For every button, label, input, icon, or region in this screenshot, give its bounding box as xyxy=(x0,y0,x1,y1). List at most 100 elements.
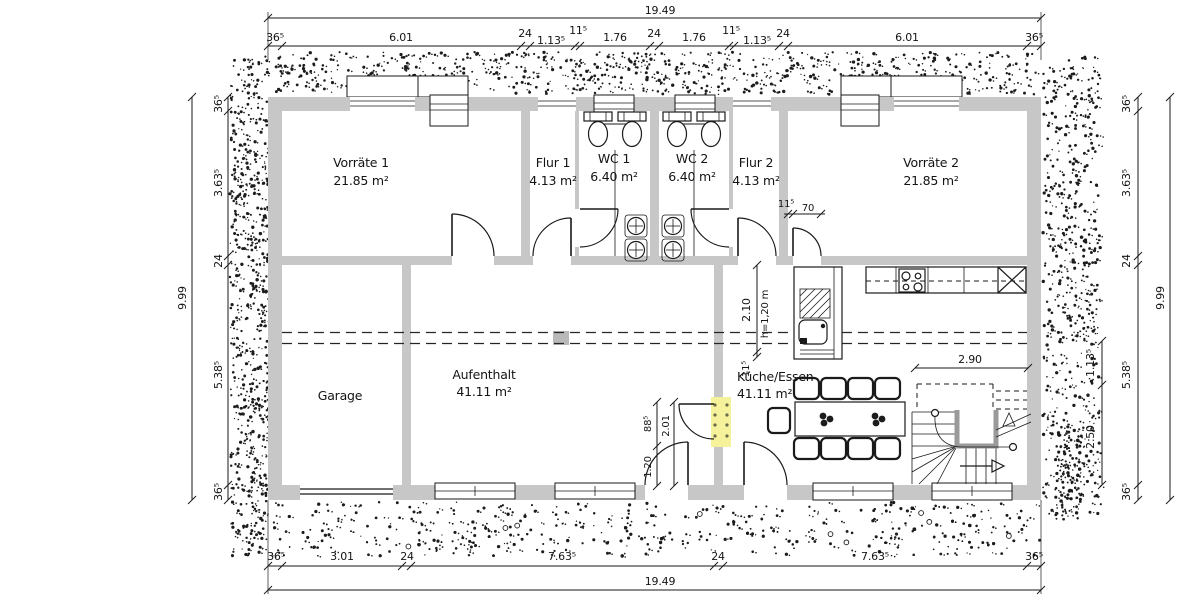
window xyxy=(931,482,1013,501)
dim-label: 36⁵ xyxy=(266,31,284,44)
dim-label: 70 xyxy=(802,203,814,214)
plant xyxy=(871,412,886,427)
svg-text:Flur 1: Flur 1 xyxy=(536,155,570,170)
dim-label: 3.01 xyxy=(330,550,354,563)
dim-label: 11⁵ xyxy=(722,24,740,37)
door-swing xyxy=(690,208,730,248)
svg-text:21.85 m²: 21.85 m² xyxy=(903,173,959,188)
dining-table xyxy=(794,401,906,437)
door-swing xyxy=(451,213,495,257)
chair xyxy=(846,376,875,401)
chair xyxy=(846,436,875,461)
door-swing xyxy=(792,227,822,257)
door-swing xyxy=(532,217,572,257)
highlight-door xyxy=(678,397,731,447)
door-swing xyxy=(743,441,788,486)
window xyxy=(812,482,894,501)
chair xyxy=(819,436,848,461)
chair xyxy=(873,436,902,461)
dim-label: 9.99 xyxy=(176,286,189,310)
dim-label: 19.49 xyxy=(645,4,676,17)
window xyxy=(538,97,576,111)
dim-label: 36⁵ xyxy=(267,550,285,563)
dim-label: 11⁵ xyxy=(741,361,752,377)
dim-label: 11⁵ xyxy=(778,199,794,210)
stove xyxy=(798,319,828,345)
toilet xyxy=(662,111,692,148)
dim-label: 3.63⁵ xyxy=(212,169,225,197)
svg-text:WC 2: WC 2 xyxy=(676,151,708,166)
toilet xyxy=(617,111,647,148)
dim-label: 19.49 xyxy=(645,575,676,588)
dim-label: 24 xyxy=(1120,254,1133,268)
dim-label: 9.99 xyxy=(1154,286,1167,310)
svg-text:Aufenthalt: Aufenthalt xyxy=(452,367,516,382)
dim-label: 1.76 xyxy=(682,31,706,44)
dim-label: 2.10 xyxy=(740,298,753,322)
yellow-door-leaf xyxy=(711,397,731,447)
window-box xyxy=(840,94,880,127)
dim-label: 1.13⁵ xyxy=(1084,349,1097,377)
chair xyxy=(819,376,848,401)
svg-text:21.85 m²: 21.85 m² xyxy=(333,173,389,188)
window-box xyxy=(429,94,469,127)
dim-label: 1.13⁵ xyxy=(537,34,565,47)
room-label-flur2: Flur 2 4.13 m² xyxy=(732,155,780,188)
svg-text:Vorräte 1: Vorräte 1 xyxy=(333,155,389,170)
toilet xyxy=(696,111,726,148)
dim-label: 24 xyxy=(518,27,532,40)
room-labels: Vorräte 1 21.85 m² Flur 1 4.13 m² WC 1 6.40… xyxy=(318,151,959,403)
svg-text:6.40 m²: 6.40 m² xyxy=(668,169,716,184)
dim-label: 24 xyxy=(400,550,414,563)
room-label-wc2: WC 2 6.40 m² xyxy=(668,151,716,184)
wash-basin xyxy=(624,238,648,262)
dim-label: 2.50 xyxy=(1084,425,1097,449)
toilet xyxy=(583,111,613,148)
svg-text:41.11 m²: 41.11 m² xyxy=(456,384,512,399)
window xyxy=(894,97,959,111)
crossed-cabinet xyxy=(997,266,1027,294)
windows xyxy=(300,94,1013,501)
dim-label: 11⁵ xyxy=(569,24,587,37)
dim-label: 7.63⁵ xyxy=(861,550,889,563)
handrail-post xyxy=(930,408,940,418)
walls xyxy=(268,97,1041,500)
dim-ticks xyxy=(187,13,1175,595)
door-swing xyxy=(644,441,689,486)
room-label-garage: Garage xyxy=(318,388,363,403)
dim-label: 36⁵ xyxy=(1025,550,1043,563)
dim-label: 24 xyxy=(212,254,225,268)
doors xyxy=(451,208,822,486)
terrain-stipple xyxy=(228,50,1105,558)
svg-text:4.13 m²: 4.13 m² xyxy=(732,173,780,188)
hob xyxy=(898,268,926,293)
door-swing xyxy=(737,217,777,257)
dim-label: 1.76 xyxy=(603,31,627,44)
dim-label: 5.38⁵ xyxy=(1120,361,1133,389)
dim-label: 1.13⁵ xyxy=(743,34,771,47)
door-swing xyxy=(579,208,619,248)
wash-basin xyxy=(624,214,648,238)
dim-label: 36⁵ xyxy=(1120,483,1133,501)
garage-door xyxy=(300,486,393,497)
svg-text:Flur 2: Flur 2 xyxy=(739,155,773,170)
dim-label: 36⁵ xyxy=(212,95,225,113)
dim-label: 88⁵ xyxy=(643,416,654,432)
window xyxy=(350,97,415,111)
svg-text:Garage: Garage xyxy=(318,388,363,403)
dim-label: 24 xyxy=(776,27,790,40)
wash-basin xyxy=(661,214,685,238)
chimney-hatch xyxy=(799,288,831,319)
dimension-lines xyxy=(191,12,1171,594)
dim-labels: 19.49 19.49 36⁵ 6.01 24 1.13⁵ 11⁵ 1.76 2… xyxy=(176,4,1167,588)
chair xyxy=(792,376,821,401)
dim-label: 6.01 xyxy=(895,31,919,44)
dim-label: 1.20 xyxy=(643,456,654,477)
window xyxy=(733,97,771,111)
plant xyxy=(819,412,834,427)
section-marker xyxy=(553,331,569,345)
svg-text:WC 1: WC 1 xyxy=(598,151,630,166)
